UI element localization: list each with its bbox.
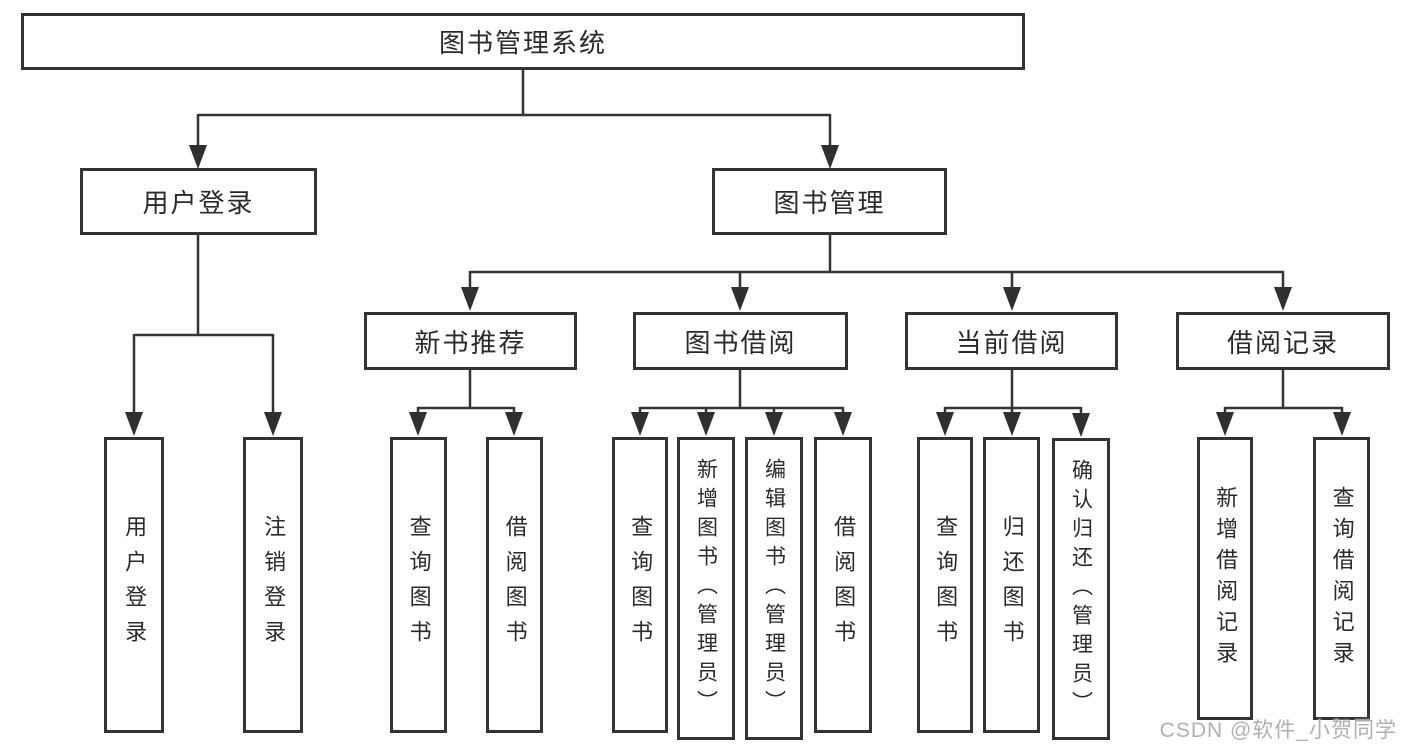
node-current-borrow-label: 当前借阅 [955,327,1068,358]
connector-current-borrow [943,370,1083,417]
leaf-query-books-borrow: 查询图书 [612,437,668,733]
connector-borrow-records [1223,370,1344,416]
leaf-query-books-recommend-label: 查询图书 [406,515,432,655]
node-library-management-system: 图书管理系统 [21,13,1025,70]
leaf-return-books-label: 归还图书 [999,515,1025,655]
leaf-borrow-books-label: 借阅图书 [831,515,857,655]
node-book-borrow-label: 图书借阅 [684,327,797,358]
leaf-user-login: 用户登录 [104,437,164,733]
leaf-logout-label: 注销登录 [261,515,287,655]
leaf-edit-book-admin: 编辑图书（管理员） [745,437,803,740]
connector-book-management [468,233,1285,292]
leaf-query-borrow-record: 查询借阅记录 [1313,437,1370,720]
node-user-login: 用户登录 [80,168,317,235]
leaf-logout: 注销登录 [243,437,303,733]
connector-book-borrow [638,370,845,416]
connector-new-book-recommend [416,370,516,416]
connector-book-management-arrows [461,287,1292,311]
node-library-management-system-label: 图书管理系统 [438,28,607,58]
leaf-borrow-books-recommend: 借阅图书 [486,437,543,733]
leaf-confirm-return-admin: 确认归还（管理员） [1052,438,1110,740]
node-new-book-recommend: 新书推荐 [364,312,577,370]
node-book-borrow: 图书借阅 [633,312,848,370]
connector-book-borrow-arrows [631,412,852,436]
connector-root-arrows [189,145,839,169]
leaf-query-books-borrow-label: 查询图书 [628,515,654,655]
connector-user-login-arrows [125,412,282,436]
leaf-confirm-return-admin-label: 确认归还（管理员） [1069,458,1093,720]
leaf-add-book-admin: 新增图书（管理员） [677,437,735,740]
leaf-query-borrow-record-label: 查询借阅记录 [1329,485,1355,672]
leaf-add-borrow-record: 新增借阅记录 [1197,437,1253,720]
leaf-borrow-books-recommend-label: 借阅图书 [502,515,528,655]
node-book-management: 图书管理 [712,168,947,235]
node-borrow-records-label: 借阅记录 [1226,327,1339,358]
connector-root [196,70,832,150]
node-borrow-records: 借阅记录 [1176,312,1390,370]
leaf-add-borrow-record-label: 新增借阅记录 [1213,485,1239,672]
connector-new-book-recommend-arrows [409,412,523,436]
leaf-return-books: 归还图书 [983,437,1040,733]
node-new-book-recommend-label: 新书推荐 [414,327,527,358]
leaf-edit-book-admin-label: 编辑图书（管理员） [762,458,786,719]
leaf-query-books-recommend: 查询图书 [390,437,447,733]
csdn-watermark: CSDN @软件_小贺同学 [1159,719,1397,742]
leaf-user-login-label: 用户登录 [122,515,148,655]
leaf-query-books-current: 查询图书 [917,437,973,733]
node-current-borrow: 当前借阅 [905,312,1118,370]
leaf-borrow-books: 借阅图书 [814,437,872,733]
connector-user-login [132,235,275,416]
leaf-query-books-current-label: 查询图书 [933,515,959,655]
leaf-add-book-admin-label: 新增图书（管理员） [694,458,718,719]
node-user-login-label: 用户登录 [142,188,255,218]
connector-borrow-records-arrows [1216,412,1351,436]
connector-current-borrow-arrows [936,412,1090,437]
node-book-management-label: 图书管理 [773,188,886,218]
